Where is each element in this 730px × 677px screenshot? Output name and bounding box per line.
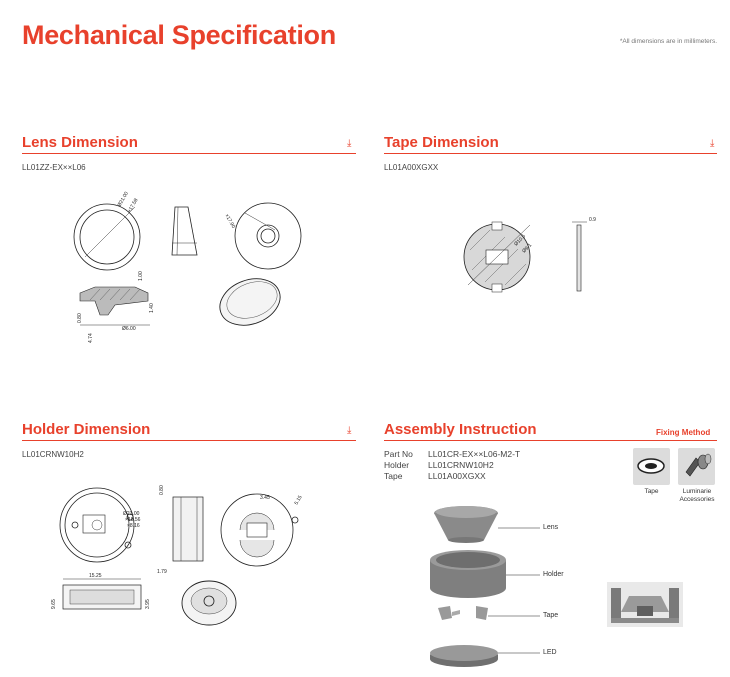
download-icon[interactable]: ⤓ — [710, 138, 715, 149]
download-icon[interactable]: ⤓ — [347, 425, 352, 436]
dim-label: 9.65 — [51, 599, 57, 609]
table-key: Holder — [384, 460, 410, 470]
table-key: Part No — [384, 449, 413, 459]
page-title: Mechanical Specification — [22, 20, 336, 50]
assembly-part-table: Part No LL01CR-EX××L06-M2-T Holder LL01CRN… — [384, 449, 520, 482]
holder-dimension-drawing: Ø21.00 ×18.56 ×8.16 0.80 1.79 3.45 5.15 … — [51, 485, 304, 626]
dim-label: Ø21.00 — [117, 191, 131, 208]
dim-label: 0.80 — [77, 313, 83, 323]
dim-label: ×18.56 — [125, 517, 141, 523]
section-divider — [384, 153, 717, 154]
tape-dimension-title: Tape Dimension — [384, 134, 499, 151]
dim-label: Ø6.00 — [122, 326, 136, 332]
dim-label: ×17.90 — [223, 213, 236, 230]
fixing-caption: Luminarie Accessories — [679, 488, 715, 503]
dim-label: Ø21.00 — [123, 511, 140, 517]
tape-fixing-icon — [633, 448, 670, 485]
exploded-assembly-diagram — [430, 506, 540, 667]
lens-dimension-drawing: Ø21.00 ×17.58 ×17.90 1.00 0.80 4.74 Ø6.0… — [73, 191, 302, 343]
lens-dimension-title: Lens Dimension — [22, 134, 138, 151]
holder-part-number: LL01CRNW10H2 — [22, 450, 84, 459]
table-value: LL01CR-EX××L06-M2-T — [428, 449, 521, 459]
assembly-instruction-title: Assembly Instruction — [384, 421, 537, 438]
luminaire-fixing-icon — [678, 448, 715, 485]
table-value: LL01A00XGXX — [428, 471, 486, 481]
dim-label: 1.40 — [149, 303, 155, 313]
dim-label: ×17.58 — [127, 197, 140, 214]
holder-dimension-title: Holder Dimension — [22, 421, 151, 438]
callout-holder: Holder — [543, 571, 564, 578]
dim-label: 3.95 — [145, 599, 151, 609]
tape-dimension-drawing: Ø10.5 Ø9.1 0.9 — [463, 217, 596, 293]
dim-label: 1.00 — [138, 271, 144, 281]
dim-label: 15.25 — [89, 573, 102, 579]
dim-label: 0.80 — [159, 485, 165, 495]
section-divider — [22, 440, 356, 441]
dim-label: 3.45 — [260, 495, 270, 501]
callout-tape: Tape — [543, 612, 559, 619]
fixing-method-label: Fixing Method — [656, 428, 711, 437]
units-note: *All dimensions are in millimeters. — [619, 38, 717, 45]
section-divider — [384, 440, 717, 441]
dim-label: 4.74 — [88, 333, 94, 343]
section-divider — [22, 153, 356, 154]
table-key: Tape — [384, 471, 403, 481]
assembled-section-image — [607, 582, 683, 627]
dim-label: 1.79 — [157, 569, 167, 575]
dim-label: 5.15 — [294, 494, 304, 506]
callout-lens: Lens — [543, 524, 559, 531]
table-value: LL01CRNW10H2 — [428, 460, 494, 470]
callout-led: LED — [543, 649, 557, 656]
tape-part-number: LL01A00XGXX — [384, 163, 439, 172]
dim-label: 0.9 — [589, 217, 596, 223]
lens-part-number: LL01ZZ-EX××L06 — [22, 163, 86, 172]
fixing-caption: Tape — [644, 488, 659, 495]
dim-label: ×8.16 — [127, 523, 140, 529]
download-icon[interactable]: ⤓ — [347, 138, 352, 149]
